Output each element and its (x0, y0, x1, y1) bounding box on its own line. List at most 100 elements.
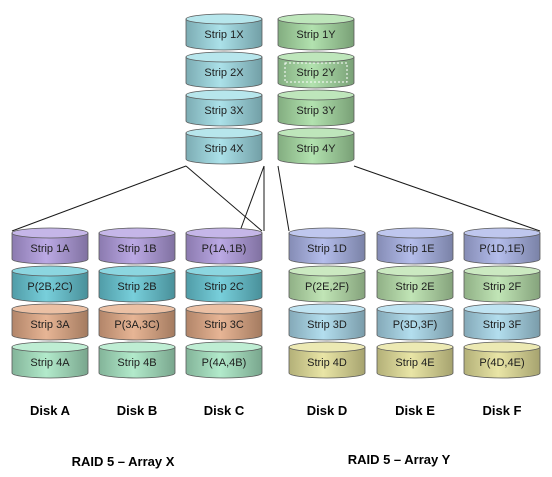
cylinder-body (288, 346, 366, 379)
strip-label: Strip 1X (204, 29, 244, 41)
disk-strip: P(1D,1E) (463, 227, 541, 265)
strip-label: Strip 4A (30, 357, 70, 369)
cylinder-top (288, 303, 366, 315)
cylinder-body (376, 346, 454, 379)
connector-line (185, 165, 263, 232)
focus-outline (284, 62, 348, 83)
cylinder-body (185, 56, 263, 89)
cylinder-top (11, 303, 89, 315)
cylinder-top (185, 13, 263, 25)
cylinder-top (376, 265, 454, 277)
strip-x-3: Strip 3X (185, 89, 263, 127)
disk-label: Disk E (395, 403, 435, 418)
cylinder-top (288, 265, 366, 277)
cylinder-body (277, 94, 355, 127)
cylinder-body (288, 308, 366, 341)
strip-label: Strip 2B (117, 281, 156, 293)
strip-label: Strip 1D (307, 243, 347, 255)
array-label: RAID 5 – Array X (72, 454, 175, 469)
strip-label: Strip 4X (204, 143, 244, 155)
strip-label: P(4D,4E) (479, 357, 524, 369)
strip-label: Strip 3X (204, 105, 244, 117)
cylinder-body (185, 346, 263, 379)
cylinder-body (288, 232, 366, 265)
strip-y-2: Strip 2Y (277, 51, 355, 89)
cylinder-body (288, 270, 366, 303)
cylinder-top (376, 303, 454, 315)
cylinder-top (185, 51, 263, 63)
strip-label: Strip 2Y (296, 67, 336, 79)
cylinder-body (463, 270, 541, 303)
cylinder-body (277, 132, 355, 165)
strip-y-3: Strip 3Y (277, 89, 355, 127)
disk-label: Disk A (30, 403, 71, 418)
disk-label: Disk C (204, 403, 245, 418)
strip-y-1: Strip 1Y (277, 13, 355, 51)
cylinder-top (277, 13, 355, 25)
cylinder-body (376, 232, 454, 265)
disk-strip: P(4D,4E) (463, 341, 541, 379)
cylinder-top (11, 227, 89, 239)
disk-strip: Strip 2C (185, 265, 263, 303)
strip-x-2: Strip 2X (185, 51, 263, 89)
cylinder-body (98, 232, 176, 265)
disk-stack-a: Strip 1A P(2B,2C) Strip 3A Strip 4A (11, 227, 89, 379)
disk-strip: Strip 4D (288, 341, 366, 379)
cylinder-top (376, 341, 454, 353)
strip-label: Strip 1B (117, 243, 156, 255)
cylinder-body (98, 308, 176, 341)
cylinder-top (463, 265, 541, 277)
cylinder-body (185, 132, 263, 165)
strip-label: Strip 4D (307, 357, 347, 369)
cylinder-top (288, 341, 366, 353)
cylinder-body (98, 270, 176, 303)
disk-strip: Strip 4B (98, 341, 176, 379)
cylinder-top (98, 265, 176, 277)
cylinder-top (463, 227, 541, 239)
cylinder-top (185, 127, 263, 139)
disk-strip: P(2E,2F) (288, 265, 366, 303)
strip-label: Strip 3C (204, 319, 244, 331)
cylinder-body (277, 18, 355, 51)
disk-strip: Strip 3C (185, 303, 263, 341)
strip-label: P(2E,2F) (305, 281, 349, 293)
strip-label: P(3D,3F) (393, 319, 438, 331)
cylinder-top (277, 51, 355, 63)
strip-x-1: Strip 1X (185, 13, 263, 51)
disk-strip: Strip 3F (463, 303, 541, 341)
disk-strip: Strip 1B (98, 227, 176, 265)
cylinder-top (463, 303, 541, 315)
disk-strip: Strip 1E (376, 227, 454, 265)
cylinder-body (11, 270, 89, 303)
top-stack-y: Strip 1Y Strip 2Y Strip 3Y Strip 4Y (277, 13, 355, 165)
disk-strip: Strip 4A (11, 341, 89, 379)
cylinder-top (185, 265, 263, 277)
cylinder-body (376, 270, 454, 303)
strip-label: Strip 1A (30, 243, 70, 255)
strip-label: Strip 1Y (296, 29, 336, 41)
strip-label: Strip 3Y (296, 105, 336, 117)
strip-label: P(2B,2C) (27, 281, 72, 293)
strip-x-4: Strip 4X (185, 127, 263, 165)
top-stack-x: Strip 1X Strip 2X Strip 3X Strip 4X (185, 13, 263, 165)
disk-strip: Strip 3A (11, 303, 89, 341)
strip-y-4: Strip 4Y (277, 127, 355, 165)
cylinder-body (11, 346, 89, 379)
disk-strip: P(4A,4B) (185, 341, 263, 379)
cylinder-body (98, 346, 176, 379)
connector-lines (11, 165, 541, 232)
disk-strip: Strip 3D (288, 303, 366, 341)
disk-strip: P(3D,3F) (376, 303, 454, 341)
array-label: RAID 5 – Array Y (348, 452, 451, 467)
disk-stacks: Strip 1A P(2B,2C) Strip 3A Strip 4A Strip 1B… (11, 227, 541, 379)
cylinder-top (277, 127, 355, 139)
cylinder-body (463, 346, 541, 379)
disk-strip: Strip 4E (376, 341, 454, 379)
strip-label: Strip 3F (483, 319, 522, 331)
cylinder-top (11, 265, 89, 277)
